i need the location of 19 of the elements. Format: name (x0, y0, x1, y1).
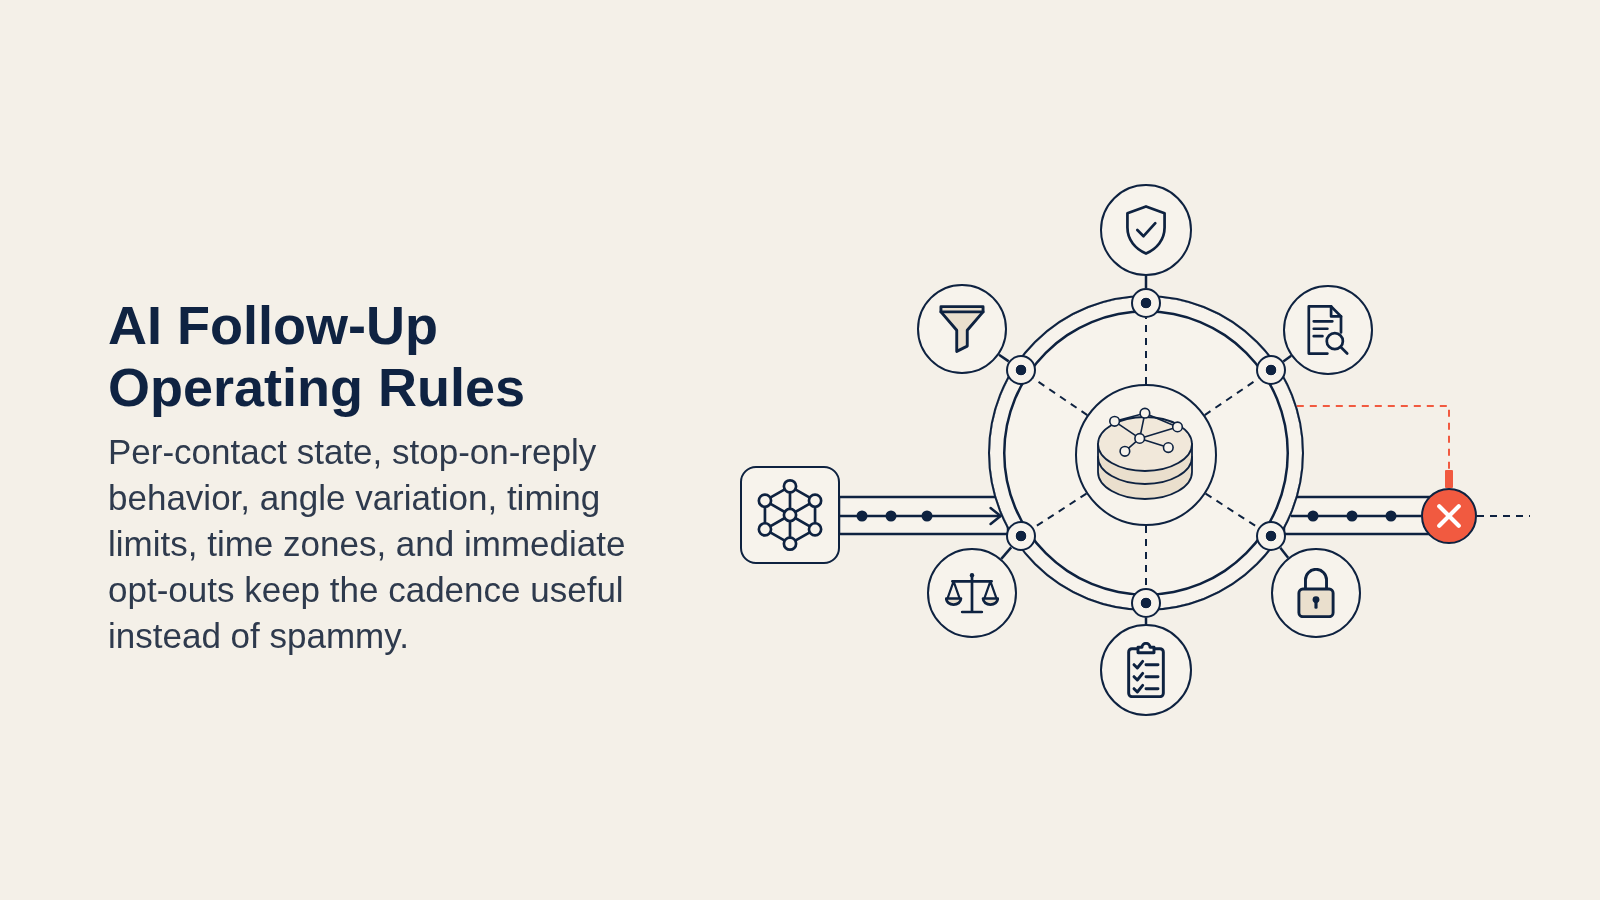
title: AI Follow-Up Operating Rules (108, 295, 526, 417)
junction-node (1131, 588, 1161, 618)
dashed-connector (1476, 515, 1531, 517)
connector (998, 353, 1010, 363)
dashed-connector (1295, 405, 1453, 489)
connector (1282, 354, 1292, 363)
dashed-connector (1145, 317, 1147, 385)
connector (1279, 547, 1290, 559)
arrow (840, 506, 1002, 526)
dashed-connector (1032, 377, 1089, 417)
junction-node (1131, 288, 1161, 318)
source-tile (740, 466, 840, 564)
connector (1290, 514, 1421, 518)
dashed-connector (1203, 377, 1260, 417)
connector (1000, 546, 1013, 560)
connector (1144, 618, 1148, 624)
stop-circle (1421, 488, 1477, 544)
connector (1144, 276, 1148, 288)
description: Per-contact state, stop-on-reply behavior, angle variation, timing limits, time zones, and immediate opt-outs keep the cadence useful instead of spammy. (108, 432, 626, 655)
